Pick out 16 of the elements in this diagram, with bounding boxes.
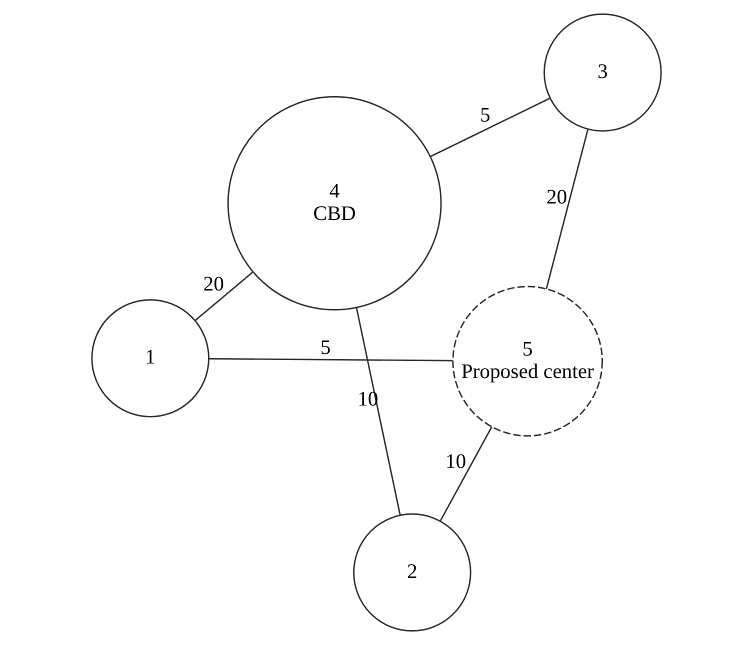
edge-label: 10	[444, 451, 466, 474]
edge-label: 20	[202, 274, 224, 296]
connector	[439, 426, 492, 522]
connector	[355, 307, 400, 515]
node-circle: 1	[90, 299, 209, 418]
connector	[430, 98, 550, 158]
connector	[194, 272, 253, 321]
node-circle: 3	[543, 13, 662, 132]
edge-label: 5	[320, 337, 330, 360]
node-circle: 2	[352, 513, 471, 632]
edge-label: 5	[480, 104, 490, 127]
connector	[208, 358, 452, 362]
node-circle: 4 CBD	[226, 96, 442, 310]
edge-label: 20	[546, 186, 567, 209]
connector	[545, 129, 588, 290]
node-circle: 5 Proposed center	[452, 286, 602, 437]
